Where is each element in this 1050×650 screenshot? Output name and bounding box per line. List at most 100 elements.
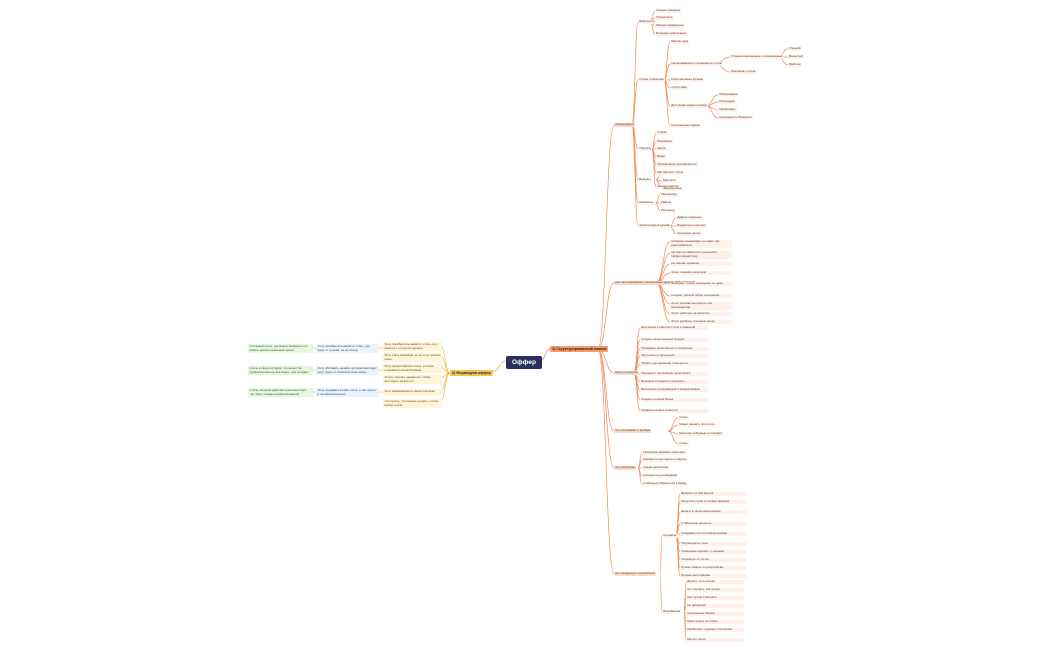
offer-note-yellow[interactable]: Хочу максимально в своих покупках xyxy=(383,389,442,395)
objection-item[interactable]: Сохранение блеска xyxy=(686,611,745,617)
offer-note-blue[interactable]: Хочу создавать в себе стиль, а так лучше… xyxy=(316,388,379,398)
satisfies-item[interactable]: Стиль xyxy=(678,441,689,447)
info-pokupki[interactable]: Покупки xyxy=(638,146,652,152)
problems-item[interactable]: Нужна дробление xyxy=(642,465,670,471)
otzyvy-item[interactable]: Доступная сфера ценкам xyxy=(670,103,708,109)
branch-form-offer[interactable]: 2) Формируем оффер xyxy=(450,370,493,377)
interests-objections[interactable]: Возражения xyxy=(662,609,682,615)
agreement-item[interactable]: Личные фотографии xyxy=(680,573,747,579)
agreement-item[interactable]: Создавать или стилевом приеме xyxy=(680,531,747,537)
why-item[interactable]: Хочет показать результат xyxy=(670,270,733,276)
offer-note-yellow[interactable]: Я хочу хорошо одеваться, чтобы выглядеть… xyxy=(383,375,442,385)
info-architektura[interactable]: Архитектура & дизайн xyxy=(638,223,672,229)
objection-item[interactable]: Нет лучше стильного xyxy=(686,595,745,601)
node-info[interactable]: Информация xyxy=(614,122,635,128)
satisfies-item[interactable]: Стиль xyxy=(678,415,689,421)
pokupki-item[interactable]: Ступки xyxy=(656,130,669,136)
offer-note-yellow[interactable]: Что купить, что хочешь решить, чтобы выб… xyxy=(383,399,442,409)
idea-item[interactable]: Украсть (до нюансов) стильности xyxy=(640,361,709,367)
magaziny-item[interactable]: Кафеы xyxy=(660,200,673,206)
root-node[interactable]: Оффер xyxy=(506,356,542,369)
offer-note-green[interactable]: Стильный стиль, где можно выбирать и в р… xyxy=(248,344,313,354)
why-item[interactable]: Хотят работать за качество xyxy=(670,311,733,317)
otzyvy-sub-a-item[interactable]: Бабочки xyxy=(788,62,802,68)
idea-item[interactable]: Создать личный бренд xyxy=(640,397,709,403)
offer-note-yellow[interactable]: Хочу предоставлять стиль, которое понрав… xyxy=(383,364,442,374)
why-item[interactable]: Не хватает времени xyxy=(670,261,733,267)
satisfies-item[interactable]: Может звонить про стиль xyxy=(678,422,716,428)
arch-item[interactable]: Бюджетно и сезонно xyxy=(676,223,707,229)
objection-item[interactable]: Дорого, чего нельзя xyxy=(686,579,745,585)
otzyvy-sub-a[interactable]: Отремонтированные и сохраненные xyxy=(730,54,784,60)
otzyvy-item[interactable]: Сохраненная сфера xyxy=(670,123,701,129)
why-item[interactable]: Не смогли завершить хороший и эффективны… xyxy=(670,251,733,259)
agreement-item[interactable]: Выбрать из 100 ворота xyxy=(680,491,747,497)
otzyvy-item[interactable]: Мягкие пухи xyxy=(670,39,690,45)
idea-item[interactable]: Создать качественный продукт xyxy=(640,337,709,343)
agreement-item[interactable]: Подтвердить стиль xyxy=(680,541,747,547)
idea-item[interactable]: Приоритет при выборе через блоги xyxy=(640,371,709,377)
otzyvy-sub-b-item[interactable]: Механизмы xyxy=(718,107,737,113)
objection-item[interactable]: Не финансов xyxy=(686,603,745,609)
node-why[interactable]: Как часто выбирают полноценные формы эфф… xyxy=(614,280,695,286)
otzyvy-item[interactable]: Нераспавшиеся, сохранность пухов xyxy=(670,61,723,67)
magaziny-item[interactable]: Интерьеры xyxy=(660,192,678,198)
branch-structured-analysis[interactable]: 1) Структурированный анализ xyxy=(550,346,609,353)
pokupki-item[interactable]: Организация долговечности xyxy=(656,162,698,168)
agreement-item[interactable]: Делать в таком качественно xyxy=(680,509,747,515)
node-ideas[interactable]: Идеи уточнения xyxy=(614,370,639,376)
problems-item[interactable]: Сложность реставрации xyxy=(642,473,679,479)
vyvody-item[interactable]: Защищенное xyxy=(662,186,683,192)
idea-item[interactable]: Достигаем в работах стиля с новизной xyxy=(640,325,709,331)
info-magaziny[interactable]: Магазины xyxy=(638,200,655,206)
otzyvy-sub-b-item[interactable]: Сохранность Процесса xyxy=(718,115,753,121)
otzyvy-sub-b-item[interactable]: Процедура xyxy=(718,99,736,105)
vneshnost-item[interactable]: Пушистость xyxy=(655,15,675,21)
otzyvy-sub-a-item[interactable]: Гладкий xyxy=(788,46,802,52)
info-otzyvy[interactable]: Отзыв о качестве xyxy=(638,77,665,83)
idea-item[interactable]: Бережем стильность хорошего xyxy=(640,379,709,385)
idea-item[interactable]: Выполнить продуманный и эффективный xyxy=(640,387,709,393)
otzyvy-item[interactable]: Отсутствие xyxy=(670,85,689,91)
objection-item[interactable]: Что сделать, как лучше xyxy=(686,587,745,593)
offer-note-blue[interactable]: Хочу приобретать какой-то стиль, где буд… xyxy=(316,344,379,354)
offer-note-yellow[interactable]: Хочу стать красивой, но не хочу тратить … xyxy=(383,353,442,363)
vneshnost-item[interactable]: Черные длинные xyxy=(655,8,682,14)
agreement-item[interactable]: Получить стиль в готовых формах xyxy=(680,499,747,505)
magaziny-item[interactable]: Интерьер xyxy=(660,208,676,214)
otzyvy-sub-a-item[interactable]: Вымытый xyxy=(788,54,804,60)
agreement-item[interactable]: Стабильное прошлое xyxy=(680,521,747,527)
arch-item[interactable]: Давние сезонные xyxy=(676,215,703,221)
objection-item[interactable]: Мало опыта по стилю xyxy=(686,619,745,625)
objection-item[interactable]: Как это было xyxy=(686,637,745,643)
why-item[interactable]: Хотят удобные и модные вещи xyxy=(670,319,733,325)
vyvody-item[interactable]: Миссия, стиль xyxy=(662,170,685,176)
agreement-item[interactable]: Подкинуть по почте xyxy=(680,557,747,563)
why-item[interactable]: Собирает вывесками, не знает как реализо… xyxy=(670,240,733,248)
otzyvy-sub-a2[interactable]: Распорка с пухов xyxy=(730,69,757,75)
interests-agreement[interactable]: Согласие xyxy=(662,533,678,539)
agreement-item[interactable]: Лучше помочь по результатам xyxy=(680,565,747,571)
why-item[interactable]: Хочет красиво выглядеть при производстве xyxy=(670,302,733,310)
idea-item[interactable]: Привлечь новых клиентов xyxy=(640,408,709,414)
offer-note-green[interactable]: Стиль в своей истории, что может бы проф… xyxy=(248,366,313,376)
why-item[interactable]: Выбирает только природное по цене xyxy=(670,281,733,287)
pokupki-item[interactable]: Разговоры xyxy=(656,139,674,145)
vneshnost-item[interactable]: Большие эластичные xyxy=(655,31,688,37)
pokupki-item[interactable]: Виды xyxy=(656,154,666,160)
vneshnost-item[interactable]: Мелкие мраморные xyxy=(655,23,685,29)
offer-note-blue[interactable]: Хочу обставить дизайн, который выглядит … xyxy=(316,366,379,376)
arch-item[interactable]: Сезонные чехлы xyxy=(676,231,702,237)
idea-item[interactable]: Прототипы и продукция xyxy=(640,353,709,359)
offer-note-green[interactable]: Стиль, который действительно выглядит та… xyxy=(248,388,313,398)
agreement-item[interactable]: Пожелание сделать то дешево xyxy=(680,549,747,555)
idea-item[interactable]: Продавать качественно и стабильно xyxy=(640,346,709,352)
info-vyvody[interactable]: Выводы xyxy=(638,177,652,183)
offer-note-yellow[interactable]: Хочу приобретать какой-то стиль, но у ме… xyxy=(383,342,442,352)
node-interests[interactable]: Что интересует потребителя xyxy=(614,571,657,577)
otzyvy-item[interactable]: Персональные Кучивы xyxy=(670,77,705,83)
satisfies-item[interactable]: Качество отборные и стандарт xyxy=(678,431,724,437)
node-satisfies[interactable]: Что устраивает в выборе xyxy=(614,428,652,434)
problems-item[interactable]: Стабильно обратиться к пряжу xyxy=(642,481,688,487)
pokupki-item[interactable]: Цвета xyxy=(656,146,667,152)
